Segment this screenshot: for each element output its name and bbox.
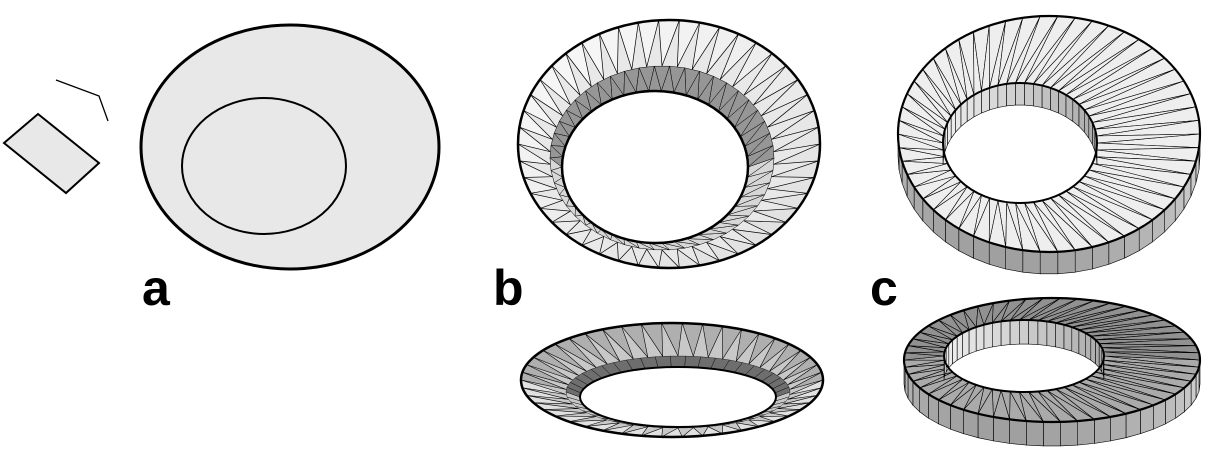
inner-wall-facet <box>1055 322 1065 350</box>
ring-outer-edge <box>896 14 1202 254</box>
inner-wall-facet <box>956 332 964 361</box>
ring-outer-edge <box>516 18 822 270</box>
side-wall-facet <box>1057 249 1076 275</box>
inner-wall-facet <box>1041 85 1051 111</box>
inner-wall-facet <box>952 335 958 365</box>
inner-wall-facet <box>983 322 993 350</box>
inner-wall-facet <box>1028 319 1039 345</box>
inner-wall-facet <box>1078 329 1086 358</box>
triangulated-ring-top-view <box>516 18 822 270</box>
inner-wall-facet <box>1050 87 1059 114</box>
side-wall-facet <box>1094 416 1111 444</box>
inner-wall-facet <box>1037 320 1048 346</box>
mesh-triangle <box>670 355 686 368</box>
inner-wall-facet <box>1024 82 1034 107</box>
inner-wall-facet <box>1090 335 1096 365</box>
ring-inner-edge <box>943 319 1105 393</box>
inner-ellipse <box>181 97 347 235</box>
side-wall-facet <box>1077 419 1095 446</box>
inner-wall-facet <box>1085 332 1092 361</box>
ring-outer-edge <box>902 296 1202 424</box>
panel-label-a: a <box>142 260 171 316</box>
extruded-ring-side-view <box>902 296 1202 447</box>
side-wall-facet <box>1060 420 1078 447</box>
panel-a: a <box>2 23 441 316</box>
panel-label-b: b <box>493 260 524 316</box>
inner-wall-facet <box>975 324 985 352</box>
inner-wall-facet <box>1018 319 1029 345</box>
inner-wall-facet <box>1063 324 1073 352</box>
inner-wall-facet <box>981 87 990 114</box>
mesh-triangle <box>654 355 672 368</box>
small-rectangle-shape <box>2 112 101 195</box>
ring-hole <box>560 89 750 245</box>
extruded-ring-top-view <box>896 14 1202 275</box>
inner-wall-facet <box>1046 321 1056 348</box>
bent-line-shape <box>55 79 109 122</box>
inner-wall-facet <box>1015 82 1025 106</box>
inner-wall-facet <box>968 326 977 355</box>
ring-inner-edge <box>942 82 1098 204</box>
side-wall-facet <box>1009 419 1027 446</box>
side-wall-facet <box>1039 251 1059 275</box>
inner-wall-facet <box>1009 319 1020 345</box>
side-wall-facet <box>1043 421 1061 447</box>
ring-outer-edge <box>519 321 825 439</box>
panel-label-c: c <box>870 260 898 316</box>
inner-wall-facet <box>997 83 1007 108</box>
side-wall-facet <box>1026 420 1044 447</box>
inner-wall-facet <box>1033 83 1043 108</box>
inner-wall-facet <box>962 329 970 358</box>
inner-wall-facet <box>1006 82 1016 107</box>
inner-wall-facet <box>1000 320 1011 346</box>
inner-wall-facet <box>991 321 1002 348</box>
side-wall-facet <box>993 416 1010 444</box>
panel-c: c <box>870 14 1202 447</box>
inner-wall-facet <box>989 85 999 111</box>
ring-hole <box>579 366 777 428</box>
triangulated-ring-side-view <box>519 321 825 439</box>
panel-b: b <box>493 18 825 439</box>
side-wall-facet <box>1022 249 1041 275</box>
inner-wall-facet <box>1071 326 1080 355</box>
